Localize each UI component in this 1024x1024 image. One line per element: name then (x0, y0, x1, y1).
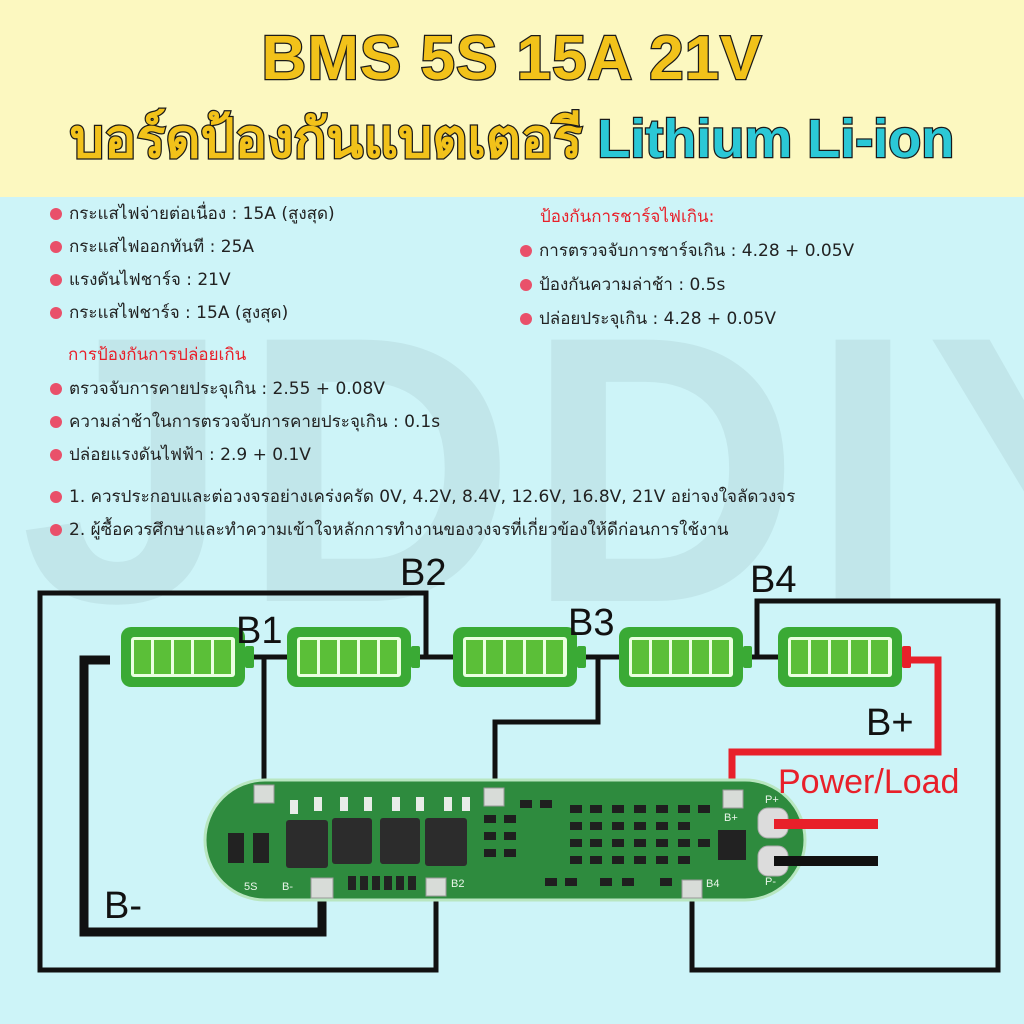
spec-item: แรงดันไฟชาร์จ : 21V (50, 269, 231, 291)
battery-5 (778, 627, 911, 687)
overdischarge-heading: การป้องกันการปล่อยเกิน (68, 345, 247, 365)
bullet-icon (520, 313, 532, 325)
subtitle-thai: บอร์ดป้องกันแบตเตอรี (69, 108, 598, 171)
battery-3 (453, 627, 586, 687)
spec-item: ความล่าช้าในการตรวจจับการคายประจุเกิน : … (50, 411, 440, 433)
pad-b4 (681, 879, 703, 899)
mosfet (286, 820, 328, 868)
label-b-plus: B+ (866, 702, 914, 744)
battery-2 (287, 627, 420, 687)
spec-item: กระแสไฟจ่ายต่อเนื่อง : 15A (สูงสุด) (50, 203, 335, 225)
note-item: 1. ควรประกอบและต่อวงจรอย่างเคร่งครัด 0V,… (50, 486, 795, 508)
pad-b3 (483, 787, 505, 807)
bullet-icon (50, 491, 62, 503)
battery-1 (121, 627, 254, 687)
wire-b3 (492, 657, 601, 792)
bullet-icon (50, 416, 62, 428)
note-item: 2. ผู้ซื้อควรศึกษาและทำความเข้าใจหลักการ… (50, 519, 728, 541)
bullet-icon (50, 274, 62, 286)
pcb-label-b-plus: B+ (724, 812, 738, 824)
subtitle-english: Lithium Li-ion (596, 108, 955, 171)
battery-4 (619, 627, 752, 687)
wire-b-minus (79, 655, 327, 937)
wire-b4 (689, 598, 1001, 973)
bullet-icon (520, 279, 532, 291)
spec-item: กระแสไฟออกทันที : 25A (50, 236, 254, 258)
pad-b1 (253, 784, 275, 804)
bullet-icon (50, 208, 62, 220)
pcb-label-b-minus: B- (282, 881, 293, 893)
pcb-label-p-plus: P+ (765, 794, 779, 806)
wire-b-plus (728, 656, 942, 795)
spec-item: การตรวจจับการชาร์จเกิน : 4.28 + 0.05V (520, 240, 854, 262)
black-wires (37, 590, 1001, 973)
wire-b2 (37, 590, 439, 973)
spec-item: ปล่อยแรงดันไฟฟ้า : 2.9 + 0.1V (50, 444, 311, 466)
pad-b-minus (310, 877, 334, 899)
page-title: BMS 5S 15A 21V (260, 23, 763, 95)
mosfet (425, 818, 467, 866)
pad-b-plus (722, 789, 744, 809)
bullet-icon (50, 524, 62, 536)
bms-board (203, 778, 807, 902)
pcb-label-b4: B4 (706, 878, 720, 890)
bullet-icon (50, 307, 62, 319)
label-power-load: Power/Load (778, 763, 960, 801)
spec-item: กระแสไฟชาร์จ : 15A (สูงสุด) (50, 302, 288, 324)
pad-b2 (425, 877, 447, 897)
pcb-label-b2: B2 (451, 878, 465, 890)
bullet-icon (50, 241, 62, 253)
label-b-minus: B- (104, 885, 142, 927)
label-b4: B4 (750, 559, 797, 601)
bullet-icon (50, 449, 62, 461)
bullet-icon (520, 245, 532, 257)
title-banner: BMS 5S 15A 21V บอร์ดป้องกันแบตเตอรี Lith… (0, 0, 1024, 197)
spec-item: ตรวจจับการคายประจุเกิน : 2.55 + 0.08V (50, 378, 385, 400)
label-b3: B3 (568, 602, 615, 644)
pcb-label-5s: 5S (244, 881, 258, 893)
mosfet (380, 818, 420, 864)
label-b1: B1 (236, 610, 283, 652)
page-subtitle: บอร์ดป้องกันแบตเตอรี Lithium Li-ion (0, 104, 1024, 174)
bullet-icon (50, 383, 62, 395)
watermark: JDDIY (20, 257, 1024, 682)
overcharge-heading: ป้องกันการชาร์จไฟเกิน: (540, 207, 715, 227)
spec-item: ปล่อยประจุเกิน : 4.28 + 0.05V (520, 308, 776, 330)
label-b2: B2 (400, 552, 447, 594)
pcb-label-p-minus: P- (765, 876, 776, 888)
mosfet (332, 818, 372, 864)
spec-item: ป้องกันความล่าช้า : 0.5s (520, 274, 725, 296)
